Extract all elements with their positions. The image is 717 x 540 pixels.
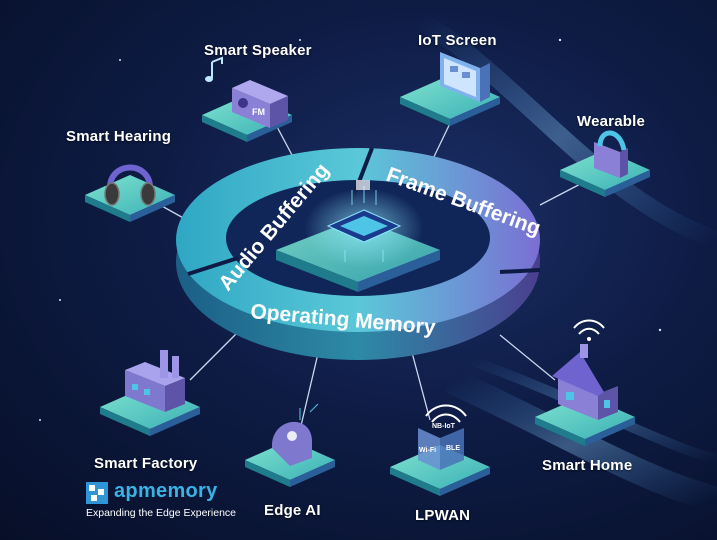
label-iot-screen: IoT Screen (418, 32, 497, 49)
ble-label: BLE (446, 445, 460, 452)
label-wearable: Wearable (577, 113, 646, 130)
factory-icon (125, 350, 185, 412)
chip-spark (356, 180, 370, 190)
headphones-icon (104, 164, 156, 206)
label-edge-ai: Edge AI (264, 502, 321, 519)
label-lpwan: LPWAN (415, 507, 471, 524)
wireless-signal-icon: NB-IoT Wi-Fi BLE (418, 404, 467, 470)
iot-screen-icon (440, 52, 490, 102)
brand-name: apmemory (114, 480, 218, 502)
music-note-icon (205, 56, 223, 82)
logo-spacer (86, 481, 108, 503)
apmemory-logo-icon (86, 482, 108, 504)
label-smart-speaker: Smart Speaker (204, 42, 312, 59)
central-chip (276, 180, 440, 292)
fm-label: FM (252, 107, 265, 117)
brand-tagline: Expanding the Edge Experience (86, 507, 237, 519)
ai-head-icon (271, 403, 319, 466)
smartwatch-icon (594, 130, 628, 178)
wifi-label: Wi-Fi (419, 447, 436, 454)
brand-logo: apmemory Expanding the Edge Experience (86, 480, 236, 519)
label-smart-hearing: Smart Hearing (66, 128, 172, 145)
platform-smart-hearing (85, 175, 175, 222)
nbiot-label: NB-IoT (432, 423, 456, 430)
brand-row: apmemory (86, 480, 236, 503)
label-smart-home: Smart Home (542, 457, 633, 474)
wifi-signal-icon (573, 319, 605, 341)
radio-speaker-icon: FM (232, 80, 288, 128)
label-smart-factory: Smart Factory (94, 455, 198, 472)
house-icon (552, 344, 618, 420)
